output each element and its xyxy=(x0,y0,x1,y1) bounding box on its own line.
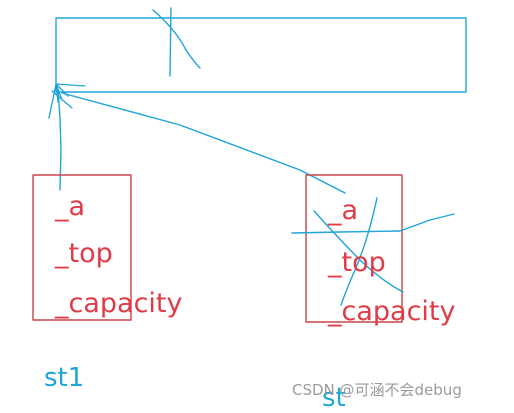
st-crossout-1 xyxy=(291,213,455,234)
heap-array-block xyxy=(55,17,467,93)
st1-field-capacity: _capacity xyxy=(55,288,183,319)
st-field-top: _top xyxy=(328,247,386,278)
st-field-a: _a xyxy=(328,195,359,226)
st-crossout-2 xyxy=(340,197,378,306)
heap-block-scribble xyxy=(152,9,201,69)
pointer-st1-to-heap xyxy=(57,89,62,191)
st1-field-a: _a xyxy=(55,191,86,222)
heap-block-divider xyxy=(169,7,172,77)
st1-label: st1 xyxy=(44,363,85,393)
st1-field-top: _top xyxy=(55,238,113,269)
arrowhead-icon xyxy=(48,83,86,119)
st-label: st xyxy=(322,383,346,413)
pointer-st-to-heap xyxy=(61,92,346,194)
st1-struct-box xyxy=(32,174,132,321)
st-field-capacity: _capacity xyxy=(328,296,456,327)
st-crossout-3 xyxy=(313,210,404,293)
watermark: CSDN @可涵不会debug xyxy=(292,381,462,399)
st-struct-box xyxy=(305,174,403,323)
